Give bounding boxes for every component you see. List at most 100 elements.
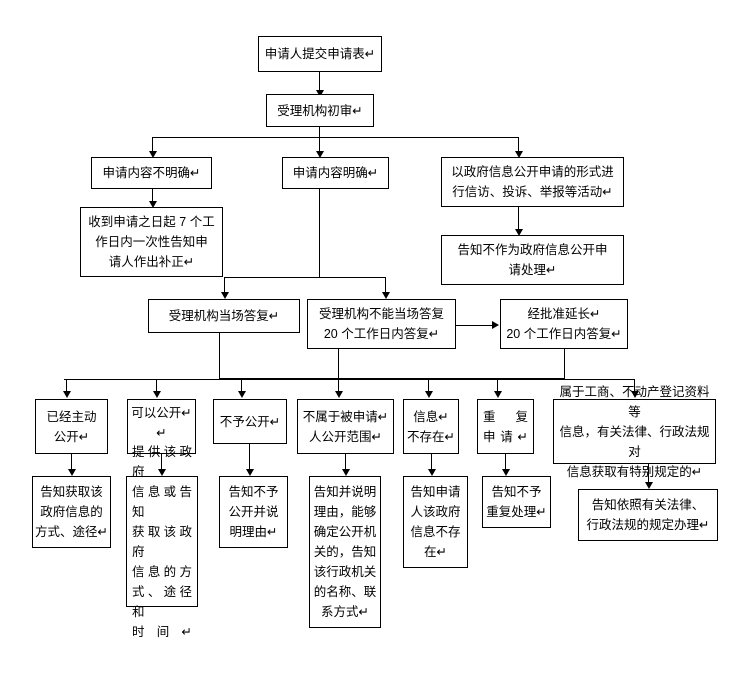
node-content-unclear[interactable]: 申请内容不明确↵ <box>91 157 212 189</box>
arrowhead-answer-20days <box>382 292 390 299</box>
node-res-per-regulation[interactable]: 告知依照有关法律、 行政法规的规定办理↵ <box>578 489 718 541</box>
node-cat-out-of-scope[interactable]: 不属于被申请↵ 人公开范围↵ <box>297 399 394 454</box>
fork-bus-level2 <box>152 137 519 138</box>
node-cat-not-disclose[interactable]: 不予公开↵ <box>213 399 287 444</box>
arrowhead-cat-not-exist <box>425 391 433 398</box>
arrowhead-res-no-repeat <box>502 469 510 476</box>
node-cat-can-disclose[interactable]: 可以公开↵ ↵ <box>127 399 196 454</box>
cat-drop-7 <box>634 379 635 393</box>
arrowhead-cat-duplicate <box>494 391 502 398</box>
node-as-visit-complaint[interactable]: 以政府信息公开申请的形式进 行信访、投诉、举报等活动↵ <box>441 157 624 207</box>
arrowhead-res-tell-reason-agency <box>342 469 350 476</box>
edge-unclear-to-correction <box>152 189 153 203</box>
arrowhead-cat-not-disclose <box>238 391 246 398</box>
fork-drop-center <box>319 137 320 153</box>
node-cat-duplicate[interactable]: 重 复 申请↵ <box>477 399 534 454</box>
merge-stem-onsite <box>219 333 220 379</box>
node-cat-not-exist-label: 信息↵ 不存在↵ <box>407 409 455 444</box>
node-content-clear[interactable]: 申请内容明确↵ <box>282 157 389 189</box>
node-initial-review[interactable]: 受理机构初审↵ <box>266 94 374 127</box>
edge-start-to-initial-review <box>319 72 320 91</box>
node-content-clear-label: 申请内容明确↵ <box>292 166 379 180</box>
arrowhead-notify-correction <box>149 201 157 208</box>
node-extended-20days-label: 经批准延长↵ 20 个工作日内答复↵ <box>506 307 622 341</box>
node-res-tell-not-exist[interactable]: 告知申请 人该政府 信息不存 在↵ <box>403 476 468 568</box>
node-res-per-regulation-label: 告知依照有关法律、 行政法规的规定办理↵ <box>586 498 710 532</box>
merge-stem-extended <box>564 349 565 379</box>
fork-drop-left <box>152 137 153 153</box>
node-res-tell-not-exist-label: 告知申请 人该政府 信息不存 在↵ <box>410 485 461 559</box>
edge-not-disclose-to-result <box>249 444 250 471</box>
cat-drop-2 <box>156 379 157 393</box>
node-not-as-disclosure-label: 告知不作为政府信息公开申 请处理↵ <box>457 243 608 277</box>
fork-drop-onsite <box>224 277 225 294</box>
arrowhead-cat-special-regulation <box>631 391 639 398</box>
arrowhead-cat-out-of-scope <box>335 391 343 398</box>
node-cat-already-public[interactable]: 已经主动 公开↵ <box>35 399 108 454</box>
node-cat-can-disclose-label: 可以公开↵ ↵ <box>131 406 192 440</box>
node-cat-not-exist[interactable]: 信息↵ 不存在↵ <box>403 399 459 454</box>
arrowhead-as-visit-complaint <box>515 151 523 158</box>
node-content-unclear-label: 申请内容不明确↵ <box>102 166 201 180</box>
node-res-no-repeat-label: 告知不予 重复处理↵ <box>486 485 547 519</box>
category-distribution-bus <box>64 379 635 380</box>
arrowhead-extended-20days <box>492 321 499 329</box>
cat-drop-4 <box>338 379 339 393</box>
node-cat-duplicate-label: 重 复 申请↵ <box>483 409 528 444</box>
arrowhead-cat-can-disclose <box>153 391 161 398</box>
node-answer-onsite-label: 受理机构当场答复↵ <box>168 309 280 323</box>
node-start-label: 申请人提交申请表↵ <box>264 47 376 61</box>
edge-20days-to-extended <box>456 325 493 326</box>
node-res-provide-or-tell-label: 提供该政府 信息或告知 获取该政府 信息的方 式、途径和 时间↵ <box>132 444 192 639</box>
node-answer-onsite[interactable]: 受理机构当场答复↵ <box>148 299 300 333</box>
node-initial-review-label: 受理机构初审↵ <box>277 103 363 118</box>
edge-not-exist-to-result <box>431 454 432 471</box>
fork-drop-20days <box>385 277 386 294</box>
arrowhead-res-tell-not-exist <box>428 469 436 476</box>
arrowhead-cat-already-public <box>63 391 71 398</box>
arrowhead-res-refuse-reason <box>246 469 254 476</box>
arrowhead-content-clear <box>316 151 324 158</box>
node-notify-correction-label: 收到申请之日起 7 个工 作日内一次性告知申 请人作出补正↵ <box>88 215 215 269</box>
node-res-tell-access[interactable]: 告知获取该 政府信息的 方式、途径↵ <box>32 476 111 548</box>
edge-visit-to-not-disclosure <box>518 207 519 231</box>
arrowhead-res-provide-or-tell <box>158 469 166 476</box>
node-answer-20days[interactable]: 受理机构不能当场答复 20 个工作日内答复↵ <box>307 299 456 349</box>
node-res-tell-reason-agency[interactable]: 告知并说明 理由，能够 确定公开机 关的，告知 该行政机关 的名称、联 系方式↵ <box>309 476 381 628</box>
node-cat-special-regulation-label: 属于工商、不动产登记资料等 信息，有关法律、行政法规对 信息获取有特别规定的↵ <box>559 384 710 479</box>
fork-bus-level4 <box>224 277 386 278</box>
edge-initial-review-stem <box>319 127 320 138</box>
node-cat-special-regulation[interactable]: 属于工商、不动产登记资料等 信息，有关法律、行政法规对 信息获取有特别规定的↵ <box>553 385 716 479</box>
node-res-refuse-reason[interactable]: 告知不予 公开并说 明理由↵ <box>219 476 288 548</box>
node-cat-out-of-scope-label: 不属于被申请↵ 人公开范围↵ <box>302 409 389 444</box>
cat-drop-1 <box>66 379 67 393</box>
arrowhead-initial-review <box>316 90 324 97</box>
node-res-provide-or-tell[interactable]: 提供该政府 信息或告知 获取该政府 信息的方 式、途径和 时间↵ <box>126 445 198 639</box>
node-extended-20days[interactable]: 经批准延长↵ 20 个工作日内答复↵ <box>500 299 628 349</box>
arrowhead-content-unclear <box>149 151 157 158</box>
node-as-visit-complaint-label: 以政府信息公开申请的形式进 行信访、投诉、举报等活动↵ <box>451 165 614 199</box>
node-not-as-disclosure[interactable]: 告知不作为政府信息公开申 请处理↵ <box>441 235 624 285</box>
arrowhead-res-tell-access <box>68 469 76 476</box>
edge-duplicate-to-result <box>505 454 506 471</box>
node-notify-correction[interactable]: 收到申请之日起 7 个工 作日内一次性告知申 请人作出补正↵ <box>80 207 223 277</box>
node-res-no-repeat[interactable]: 告知不予 重复处理↵ <box>482 476 551 528</box>
arrowhead-not-as-disclosure <box>515 229 523 236</box>
edge-can-disclose-to-result <box>161 454 162 471</box>
node-answer-20days-label: 受理机构不能当场答复 20 个工作日内答复↵ <box>318 307 444 341</box>
node-res-tell-reason-agency-label: 告知并说明 理由，能够 确定公开机 关的，告知 该行政机关 的名称、联 系方式↵ <box>313 485 377 619</box>
cat-drop-5 <box>428 379 429 393</box>
node-res-tell-access-label: 告知获取该 政府信息的 方式、途径↵ <box>35 485 108 539</box>
edge-already-public-to-result <box>71 454 72 471</box>
node-cat-already-public-label: 已经主动 公开↵ <box>46 409 97 444</box>
cat-drop-3 <box>241 379 242 393</box>
fork-drop-right <box>518 137 519 153</box>
cat-drop-6 <box>497 379 498 393</box>
node-res-refuse-reason-label: 告知不予 公开并说 明理由↵ <box>228 485 279 539</box>
arrowhead-answer-onsite <box>221 292 229 299</box>
edge-content-clear-stem <box>319 189 320 277</box>
edge-special-regulation-to-result <box>648 464 649 484</box>
arrowhead-res-per-regulation <box>645 482 653 489</box>
node-start[interactable]: 申请人提交申请表↵ <box>258 36 382 72</box>
